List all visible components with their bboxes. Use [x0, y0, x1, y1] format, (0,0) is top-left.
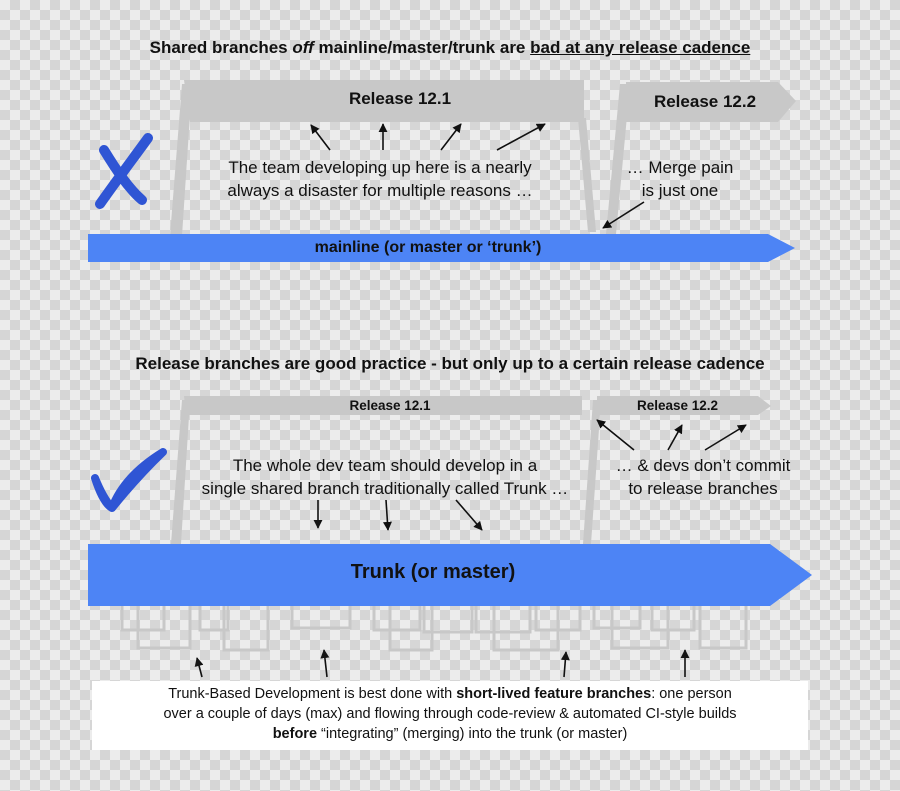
- trunk-arrow: [88, 544, 812, 606]
- top-release-12-2-branch: [606, 82, 796, 234]
- mainline-label: mainline (or master or ‘trunk’): [314, 239, 542, 256]
- top-pointer-arrows: [310, 123, 645, 229]
- trunk-label: Trunk (or master): [350, 561, 516, 583]
- bottom-release-12-1-branch: [171, 396, 582, 544]
- bottom-pointer-arrows: [194, 419, 747, 678]
- info-line-3: before “integrating” (merging) into the …: [272, 726, 628, 742]
- top-release-12-2-label: Release 12.2: [653, 92, 757, 111]
- top-release-12-1-branch: [170, 80, 596, 236]
- info-line-2: over a couple of days (max) and flowing …: [163, 706, 737, 722]
- bottom-note-left: The whole dev team should develop in a s…: [201, 456, 569, 498]
- top-note-right: … Merge pain is just one: [626, 158, 734, 200]
- mainline-arrow: [88, 234, 795, 262]
- bottom-note-right: … & devs don’t commit to release branche…: [615, 456, 791, 498]
- info-line-1: Trunk-Based Development is best done wit…: [168, 686, 732, 702]
- top-note-left: The team developing up here is a nearly …: [227, 158, 533, 200]
- check-mark: [91, 448, 167, 512]
- bottom-heading: Release branches are good practice - but…: [135, 354, 765, 373]
- cross-mark: [95, 133, 153, 209]
- bottom-release-12-2-label: Release 12.2: [636, 398, 719, 413]
- top-release-12-1-label: Release 12.1: [348, 89, 452, 108]
- top-heading: Shared branches off mainline/master/trun…: [149, 38, 751, 57]
- info-box: Trunk-Based Development is best done wit…: [92, 681, 808, 750]
- bottom-release-12-1-label: Release 12.1: [349, 398, 431, 413]
- feature-branches: [120, 606, 748, 652]
- bottom-release-12-2-branch: [583, 396, 771, 544]
